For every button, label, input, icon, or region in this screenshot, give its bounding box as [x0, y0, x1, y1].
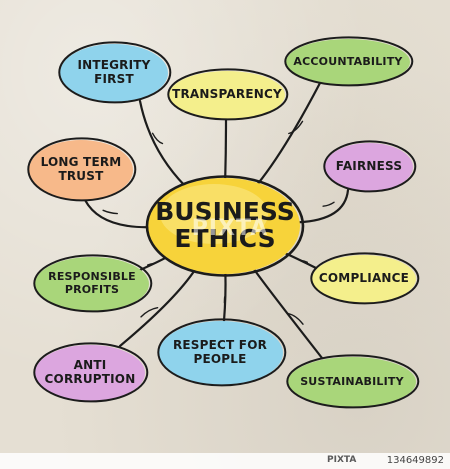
connector-fairness: [297, 188, 350, 224]
node-bubble-responsible-profits: [35, 257, 149, 311]
node-bubble-anti-corruption: [35, 345, 145, 401]
connector-branch-sustainability: [287, 312, 304, 325]
footer-bar: PIXTA 134649892: [0, 453, 450, 469]
node-label-compliance: COMPLIANCE: [318, 271, 410, 286]
node-outline-accountability: [284, 36, 414, 87]
node-bubble-sustainability: [288, 357, 416, 407]
node-label-fairness: FAIRNESS: [335, 159, 403, 174]
node-outline-responsible-profits: [33, 254, 153, 313]
node-outline-compliance: [310, 252, 420, 305]
connector-branch-anti-corruption: [140, 307, 159, 318]
node-label-long-term-trust: LONG TERM TRUST: [40, 155, 122, 183]
node-label-sustainability: SUSTAINABILITY: [300, 374, 404, 388]
node-label-integrity-first: INTEGRITY FIRST: [77, 58, 151, 86]
center-bubble-outline: [145, 175, 305, 277]
connector-sustainability: [252, 268, 324, 360]
connector-anti-corruption: [118, 268, 197, 348]
node-label-accountability: ACCOUNTABILITY: [293, 54, 403, 68]
footer-logo: PIXTA: [327, 455, 357, 465]
connector-integrity-first: [138, 99, 187, 187]
connector-branch-accountability: [288, 120, 304, 135]
node-outline-anti-corruption: [33, 342, 149, 403]
node-outline-transparency: [167, 68, 289, 121]
node-label-anti-corruption: ANTI CORRUPTION: [44, 358, 136, 386]
node-bubble-fairness: [325, 143, 413, 191]
node-bubble-integrity-first: [60, 44, 168, 102]
node-label-respect-for-people: RESPECT FOR PEOPLE: [172, 338, 268, 366]
node-bubble-long-term-trust: [29, 140, 133, 200]
connector-compliance: [283, 252, 318, 270]
node-bubble-compliance: [312, 255, 416, 303]
connector-branch-fairness: [322, 201, 335, 207]
center-topic-label: BUSINESS ETHICS: [155, 196, 295, 253]
node-bubbles: [27, 36, 420, 409]
node-label-transparency: TRANSPARENCY: [172, 87, 282, 102]
center-bubble-highlight: [160, 184, 268, 244]
node-bubble-accountability: [286, 39, 410, 85]
node-bubble-transparency: [169, 71, 285, 119]
node-bubble-respect-for-people: [159, 321, 283, 385]
node-outline-respect-for-people: [157, 318, 287, 387]
node-outline-integrity-first: [58, 41, 172, 104]
connector-accountability: [256, 81, 322, 186]
footer-image-id: 134649892: [386, 455, 444, 466]
connector-branch-long-term-trust: [102, 209, 118, 215]
connector-branch-responsible-profits: [147, 262, 155, 266]
node-outline-fairness: [323, 140, 417, 193]
connector-branch-integrity-first: [151, 132, 164, 145]
connector-long-term-trust: [83, 198, 151, 229]
node-label-responsible-profits: RESPONSIBLE PROFITS: [48, 270, 136, 296]
node-outline-sustainability: [286, 354, 420, 409]
connector-branch-compliance: [299, 259, 308, 263]
node-outline-long-term-trust: [27, 137, 137, 202]
